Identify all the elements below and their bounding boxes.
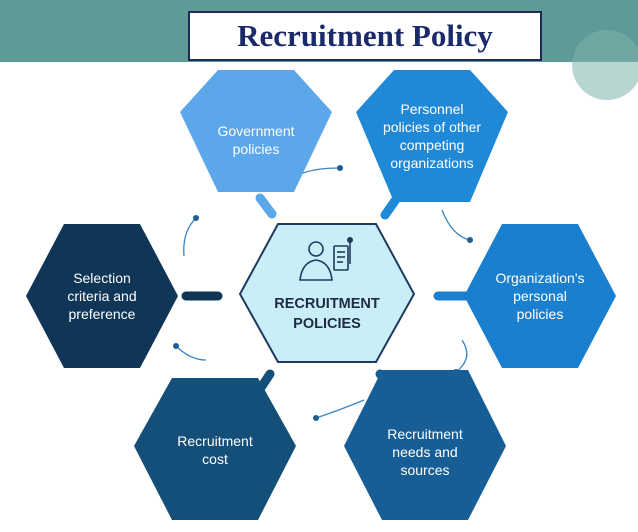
hex-selection — [26, 224, 178, 368]
connector-line-lower-right — [455, 339, 468, 373]
spoke-government — [255, 193, 277, 219]
label-selection: Selection criteria and preference — [67, 270, 137, 322]
hex-needs — [344, 370, 506, 520]
hex-competing — [356, 70, 508, 202]
page-title: Recruitment Policy — [237, 18, 493, 53]
connector-line-upper-left — [183, 217, 197, 257]
connector-dot — [467, 237, 473, 243]
connector-line-bottom — [315, 399, 365, 419]
connector-line-lower-left — [175, 345, 207, 361]
connector-dot — [337, 165, 343, 171]
connector-dot — [193, 215, 199, 221]
connector-dot — [173, 343, 179, 349]
label-government: Government policies — [217, 123, 295, 157]
recruiter-icon — [299, 237, 353, 281]
title-box: Recruitment Policy — [188, 11, 542, 61]
label-needs: Recruitment needs and sources — [387, 426, 463, 478]
connector-line-upper-right — [441, 209, 471, 241]
label-organization: Organization's personal policies — [495, 270, 585, 322]
center-label: RECRUITMENT POLICIES — [274, 296, 380, 332]
hex-government — [180, 70, 332, 192]
label-competing: Personnel policies of other competing or… — [382, 101, 482, 171]
hex-cost — [134, 378, 296, 520]
hex-organization — [464, 224, 616, 368]
connector-dot — [313, 415, 319, 421]
decorative-circle — [572, 30, 638, 100]
label-cost: Recruitment cost — [177, 433, 253, 467]
hex-center — [238, 223, 416, 363]
